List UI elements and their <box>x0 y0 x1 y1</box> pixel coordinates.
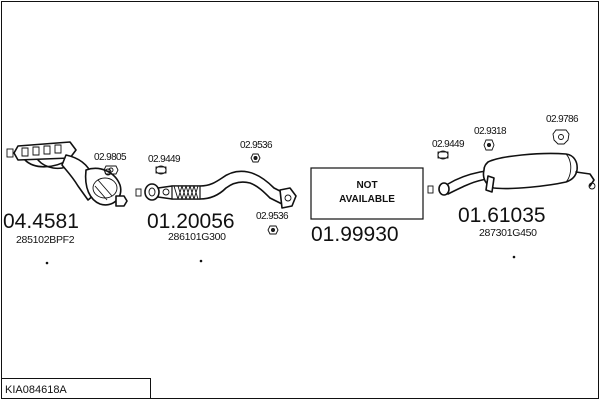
sub-part-label: 02.9536 <box>256 211 289 222</box>
sub-part-02-9318[interactable]: 02.9318 <box>474 126 508 151</box>
sub-part-02-9449-b[interactable]: 02.9449 <box>432 139 466 160</box>
sub-part-label: 02.9536 <box>240 140 273 151</box>
manifold-catalyst-part[interactable] <box>6 141 128 207</box>
sub-part-02-9536-b[interactable]: 02.9536 <box>256 211 290 235</box>
gasket-icon <box>427 185 434 194</box>
model-code-label: KIA084618A <box>5 384 67 396</box>
part-number-label: 04.4581 <box>3 210 79 233</box>
sub-part-02-9536-a[interactable]: 02.9536 <box>240 140 274 163</box>
rubber-mount-icon <box>267 225 279 235</box>
oem-code-label: 286101G300 <box>168 231 226 243</box>
sub-part-label: 02.9449 <box>148 154 181 165</box>
rear-silencer-part[interactable] <box>427 152 596 196</box>
rubber-mount-icon <box>483 139 495 151</box>
gasket-icon <box>135 188 142 197</box>
model-code-box: KIA084618A <box>1 378 151 399</box>
front-pipe-part[interactable] <box>135 170 297 209</box>
sub-part-02-9449-a[interactable]: 02.9449 <box>148 154 182 175</box>
sub-part-02-9786[interactable]: 02.9786 <box>546 114 580 145</box>
marker-dot <box>512 255 516 259</box>
not-available-line2: AVAILABLE <box>339 194 395 205</box>
marker-dot <box>45 261 49 265</box>
rubber-mount-icon <box>250 153 261 163</box>
sub-part-02-9805[interactable]: 02.9805 <box>94 152 128 175</box>
sub-part-label: 02.9318 <box>474 126 507 137</box>
sub-part-label: 02.9449 <box>432 139 465 150</box>
gasket-icon <box>6 148 14 158</box>
marker-dot <box>199 259 203 263</box>
part-number-label: 01.61035 <box>458 204 546 227</box>
part-number-label: 01.99930 <box>311 223 399 246</box>
oem-code-label: 287301G450 <box>479 227 537 239</box>
part-number-label: 01.20056 <box>147 210 235 233</box>
oem-code-label: 285102BPF2 <box>16 234 75 246</box>
not-available-line1: NOT <box>356 180 377 191</box>
sub-part-label: 02.9786 <box>546 114 579 125</box>
gasket-icon <box>103 165 119 175</box>
not-available-box[interactable]: NOT AVAILABLE <box>310 167 424 220</box>
rubber-mount-icon <box>552 129 570 145</box>
sub-part-label: 02.9805 <box>94 152 127 163</box>
